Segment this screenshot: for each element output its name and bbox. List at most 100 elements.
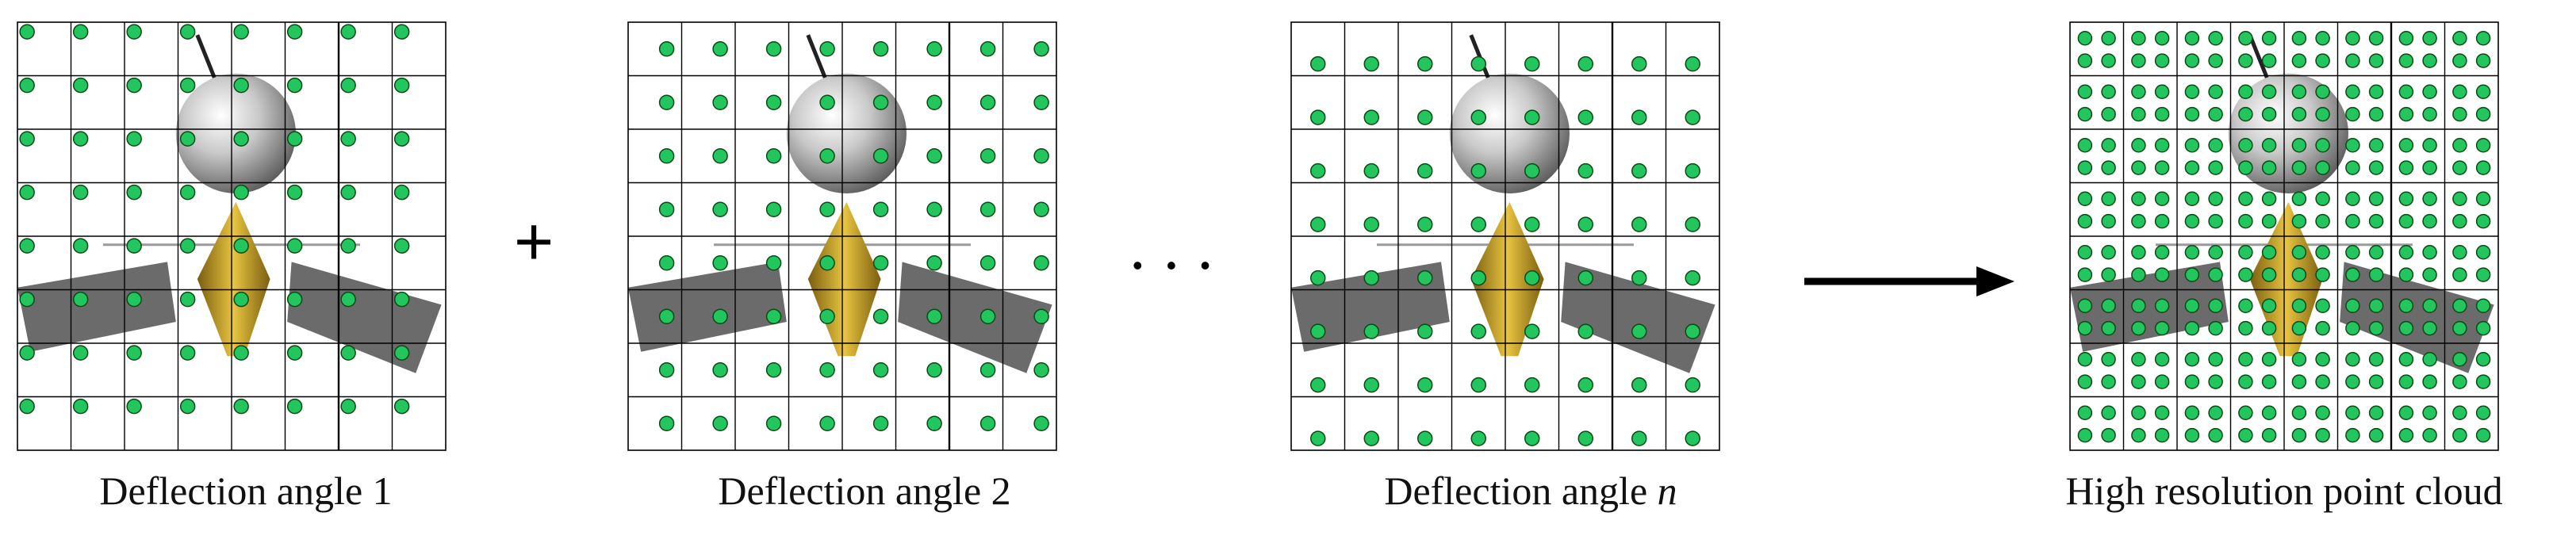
point [2452,213,2467,229]
point [1685,216,1700,232]
point [658,415,675,431]
point [2368,84,2384,99]
point [2077,53,2093,68]
point [19,398,35,415]
point [2238,84,2253,99]
point [2398,191,2414,206]
satellite-image [1291,34,1715,373]
point [179,398,196,415]
point [712,148,728,164]
point [233,398,249,415]
point [1033,41,1049,57]
point [340,24,356,40]
point [2368,245,2384,260]
point [2208,53,2223,68]
point [2345,427,2360,443]
point [1524,430,1540,446]
point [179,77,196,94]
point [2345,160,2360,175]
point [1631,55,1647,72]
point [2131,191,2146,206]
point [2131,138,2146,153]
point [2475,213,2491,229]
point [926,41,942,57]
point [2452,427,2467,443]
point-cloud [658,41,1049,431]
point [19,345,35,361]
point [2398,267,2414,282]
point [1417,163,1433,179]
point [2475,53,2491,68]
point [2368,320,2384,336]
point [872,148,889,164]
point [765,415,782,431]
point [979,362,996,378]
point [2077,320,2093,336]
transform-arrow [1804,266,2014,296]
point [1685,270,1700,286]
point [872,201,889,217]
point [233,291,249,308]
point [2154,191,2170,206]
point [2452,106,2467,122]
point [1310,270,1326,286]
point [2208,106,2223,122]
point [72,131,89,147]
point [658,94,675,110]
caption-panel-2: Deflection angle 2 [658,468,1071,514]
caption-var-2: 2 [991,468,1011,513]
point [1685,163,1700,179]
point [72,345,89,361]
point [2184,53,2200,68]
point [2154,298,2170,313]
point [2315,352,2330,367]
point [340,184,356,201]
point [2398,320,2414,336]
point [2184,84,2200,99]
point [2154,106,2170,122]
point [2077,245,2093,260]
caption-text-n: Deflection angle [1384,468,1658,513]
point [72,77,89,94]
point [2131,31,2146,46]
point [1417,216,1433,232]
point [2368,374,2384,389]
point [72,238,89,254]
antenna-mast [195,34,217,79]
point [2208,160,2223,175]
point [2452,267,2467,282]
point [1631,270,1647,286]
point [2131,320,2146,336]
point [1310,323,1326,339]
point [2452,405,2467,420]
point [1310,430,1326,446]
point [1631,163,1647,179]
point [2077,405,2093,420]
grid-panel-n [1290,21,1720,451]
point [2261,245,2277,260]
point [2184,405,2200,420]
point [2398,245,2414,260]
point [2368,138,2384,153]
point [2261,374,2277,389]
satellite-body [1470,201,1544,357]
point [2398,298,2414,313]
point [2398,84,2414,99]
point [2184,427,2200,443]
point [126,398,142,415]
point [2368,160,2384,175]
point [2422,160,2437,175]
point [2261,160,2277,175]
point [2131,267,2146,282]
point [72,398,89,415]
point [1417,323,1433,339]
point [1310,216,1326,232]
point [2345,213,2360,229]
point [2261,267,2277,282]
point [2208,31,2223,46]
point [2475,106,2491,122]
point [2131,213,2146,229]
point [765,255,782,271]
